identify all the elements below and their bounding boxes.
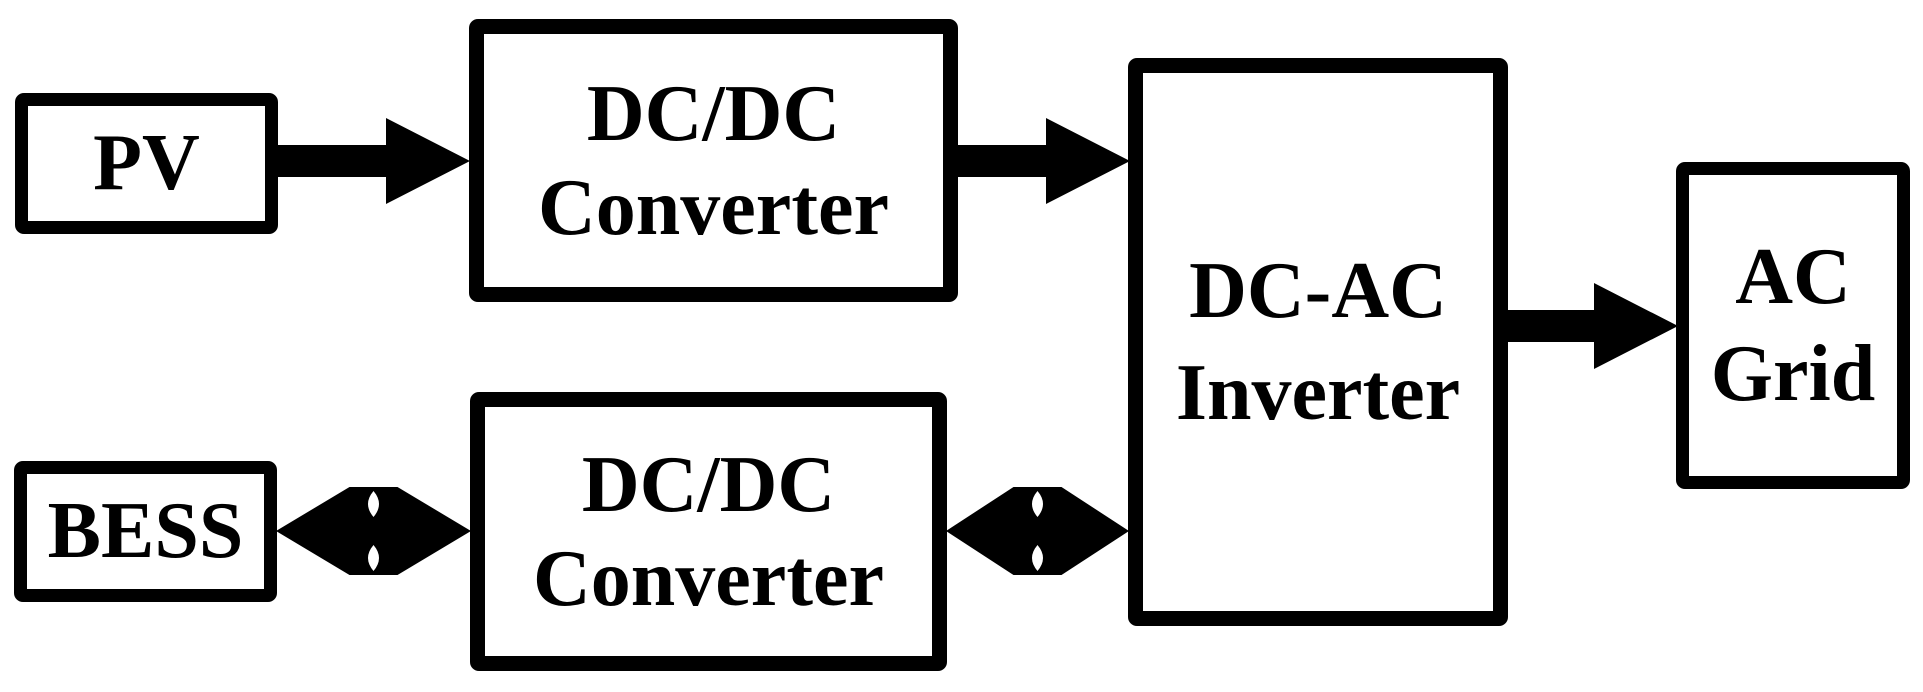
node-dcac-inverter-label-line2: Inverter [1175, 349, 1461, 437]
node-dcdc-converter-pv: DC/DC Converter [469, 19, 958, 302]
node-bess: BESS [14, 461, 277, 602]
node-dcac-inverter-label-line1: DC-AC [1189, 247, 1447, 335]
node-ac-grid-label-line1: AC [1735, 232, 1851, 321]
double-arrow-bess-dcdc [276, 487, 471, 575]
node-dcdc-converter-bess-label-line1: DC/DC [581, 440, 836, 529]
arrow-inverter-to-acgrid [1502, 283, 1678, 369]
node-dcdc-converter-bess-label-line2: Converter [533, 534, 884, 623]
node-ac-grid-label-line2: Grid [1710, 329, 1876, 418]
node-pv: PV [15, 93, 278, 234]
arrow-pv-to-dcdc [272, 118, 470, 204]
arrow-dcdc-to-inverter [952, 118, 1130, 204]
node-dcdc-converter-pv-label-line1: DC/DC [586, 69, 841, 158]
node-dcdc-converter-pv-label-line2: Converter [538, 163, 889, 252]
double-arrow-dcdc-inverter [946, 487, 1129, 575]
node-dcdc-converter-bess: DC/DC Converter [470, 392, 947, 671]
node-ac-grid: AC Grid [1676, 162, 1910, 489]
node-bess-label: BESS [47, 487, 244, 575]
node-dcac-inverter: DC-AC Inverter [1128, 58, 1508, 626]
node-pv-label: PV [93, 119, 200, 207]
